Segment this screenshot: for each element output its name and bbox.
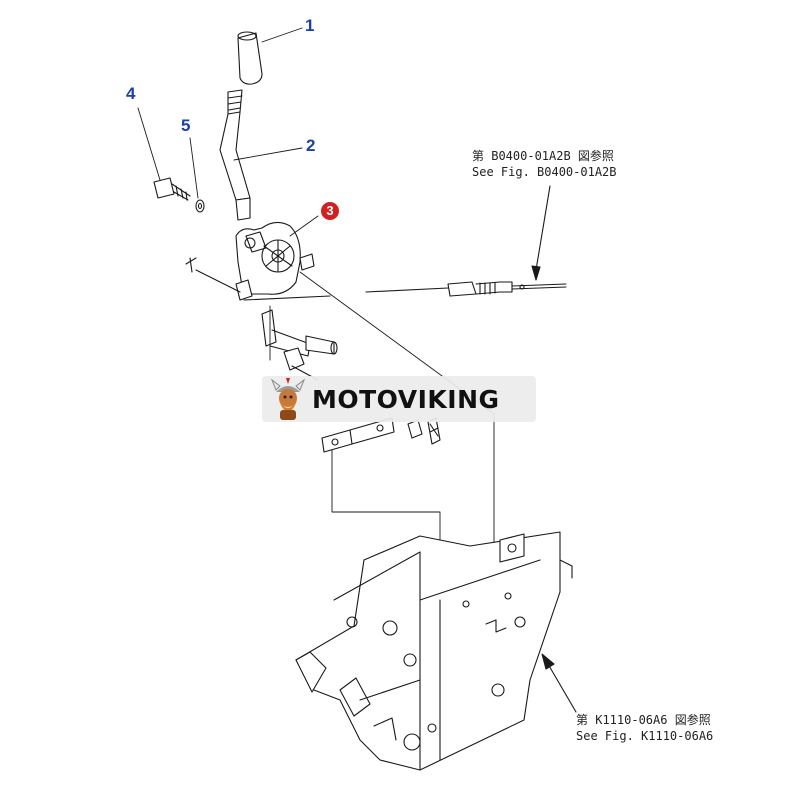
console-frame [295,531,573,771]
mounting-bracket [321,417,441,453]
brand-watermark: MOTOVIKING [262,376,536,422]
bolt [153,177,191,201]
reference-top-jp: 第 B0400-01A2B 図参照 [472,149,614,163]
callout-4: 4 [126,84,136,103]
callout-3: 3 [321,202,339,220]
reference-bottom-jp: 第 K1110-06A6 図参照 [576,713,711,727]
control-cable [365,281,567,297]
callout-leaders [137,27,319,237]
reference-bottom-en: See Fig. K1110-06A6 [576,729,714,743]
callout-5: 5 [181,116,191,135]
lever-knob [237,31,263,85]
washer [195,199,205,213]
reference-top-en: See Fig. B0400-01A2B [472,165,617,179]
lever-bracket-assembly [235,221,315,301]
lever-rod [219,89,251,221]
brand-name: MOTOVIKING [312,384,500,414]
reference-arrow-top [531,185,551,281]
reference-arrow-bottom [541,653,577,713]
callout-1: 1 [305,16,315,35]
callout-2: 2 [306,136,316,155]
viking-mascot-icon [270,378,306,420]
linkage-parts [185,257,338,381]
